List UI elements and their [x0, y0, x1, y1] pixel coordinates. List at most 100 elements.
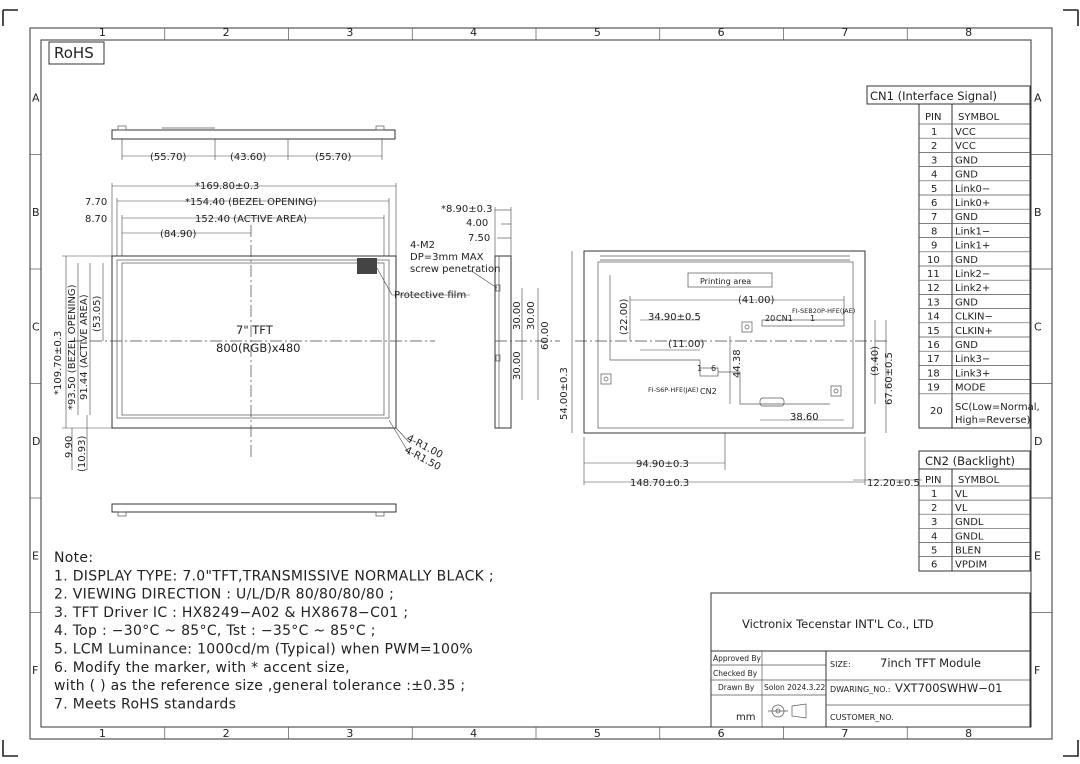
grid-row-left: C: [32, 320, 40, 333]
dim-bottom-a: 9.90: [64, 436, 75, 458]
cn1-symbol: GND: [955, 255, 978, 266]
rohs-stamp-box: [48, 41, 105, 65]
dim-back-41: (41.00): [738, 295, 775, 306]
cn1-symbol: Link1+: [955, 241, 990, 252]
tft-label: 7" TFT: [236, 323, 274, 337]
grid-col-bottom: 1: [99, 727, 106, 740]
cn2-symbol: VL: [955, 489, 968, 500]
cn1-pin: 2: [931, 141, 937, 152]
approved-by-label: Approved By: [713, 654, 762, 663]
grid-col-bottom: 3: [346, 727, 353, 740]
size-value: 7inch TFT Module: [880, 656, 981, 670]
cn1-pin: 16: [927, 340, 940, 351]
cn1-pin: 14: [927, 312, 940, 323]
cn1-symbol: VCC: [955, 141, 976, 152]
grid-row-right: B: [1034, 206, 1042, 219]
corner-marks: [2, 9, 1079, 757]
dim-back-3860: 38.60: [790, 412, 819, 423]
grid-col-bottom: 8: [965, 727, 972, 740]
grid-col-top: 6: [718, 26, 725, 39]
dim-thickness-b: 7.50: [468, 233, 490, 244]
dim-back-1220: 12.20±0.5: [867, 478, 920, 489]
note-line: 6. Modify the marker, with * accent size…: [54, 660, 350, 676]
cn1-pin: 8: [931, 226, 937, 237]
cn1-header-symbol: SYMBOL: [958, 112, 1000, 123]
cn1-symbol: GND: [955, 297, 978, 308]
cn1-symbol: Link2−: [955, 269, 990, 280]
note-line: 1. DISPLAY TYPE: 7.0"TFT,TRANSMISSIVE NO…: [54, 568, 494, 584]
dim-hole-h1: 30.00: [512, 301, 523, 330]
grid-row-right: A: [1034, 91, 1042, 104]
dim-bottom-b: (10.93): [77, 435, 88, 472]
dim-hole-h4: 30.00: [512, 351, 523, 380]
grid-row-right: C: [1034, 320, 1042, 333]
size-label: SIZE:: [830, 660, 851, 669]
dim-active-left: 8.70: [85, 214, 107, 225]
cn1-symbol: GND: [955, 170, 978, 181]
protective-film-label: Protective film: [394, 290, 466, 301]
dim-hole-h2: 30.00: [526, 301, 537, 330]
drawn-by-label: Drawn By: [718, 683, 755, 692]
cn1-symbol: Link3+: [955, 368, 990, 379]
grid-col-top: 7: [841, 26, 848, 39]
cn2-pin: 5: [931, 545, 937, 556]
drawn-by-name: Solon 2024.3.22: [764, 683, 826, 692]
cn1-symbol: Link1−: [955, 226, 990, 237]
cn1-pin1: 1: [810, 314, 815, 323]
hole-depth: DP=3mm MAX: [410, 252, 484, 263]
cn2-table: [918, 450, 1031, 572]
hole-spec: 4-M2: [410, 240, 435, 251]
grid-row-left: D: [32, 435, 40, 448]
cn1-symbol: Link2+: [955, 283, 990, 294]
drawing-no-value: VXT700SWHW−01: [895, 681, 1002, 695]
customer-no-label: CUSTOMER_NO.: [830, 713, 894, 722]
grid-col-top: 3: [346, 26, 353, 39]
dim-back-14870: 148.70±0.3: [630, 478, 689, 489]
grid-col-bottom: 4: [470, 727, 477, 740]
cn1-pin: 4: [931, 170, 937, 181]
cn2-header-symbol: SYMBOL: [958, 475, 1000, 486]
printing-area-label: Printing area: [700, 277, 751, 286]
resolution-label: 800(RGB)x480: [216, 341, 300, 355]
note-line: with ( ) as the reference size ,general …: [54, 678, 465, 694]
grid-row-left: E: [32, 549, 39, 562]
cn2-symbol: VL: [955, 503, 968, 514]
cn1-symbol: GND: [955, 155, 978, 166]
cn1-pin: 18: [927, 368, 940, 379]
unit-label: mm: [736, 712, 755, 723]
cn1-pin-count: 20: [765, 314, 775, 323]
dim-back-6760: 67.60±0.5: [884, 352, 895, 405]
hole-note: screw penetration: [410, 264, 500, 275]
dim-back-4438: 44.38: [732, 349, 743, 378]
cn1-pin: 9: [931, 241, 937, 252]
note-line: 2. VIEWING DIRECTION : U/L/D/R 80/80/80/…: [54, 587, 394, 603]
dim-back-5400: 54.00±0.3: [559, 367, 570, 420]
dim-thickness-a: 4.00: [466, 218, 488, 229]
grid-col-bottom: 5: [594, 727, 601, 740]
cn1-pin: 17: [927, 354, 940, 365]
cn1-symbol: Link3−: [955, 354, 990, 365]
cn2-pin: 4: [931, 531, 937, 542]
grid-col-top: 4: [470, 26, 477, 39]
cn1-pin: 7: [931, 212, 937, 223]
cn2-part-number: FI-S6P-HFE(JAE): [648, 386, 699, 394]
cn2-pin1: 1: [697, 364, 702, 373]
side-view: [469, 207, 560, 429]
cn1-pin: 15: [927, 326, 940, 337]
title-block: [710, 592, 1031, 728]
dim-top-a: (55.70): [150, 152, 187, 163]
cn1-pin: 5: [931, 184, 937, 195]
dim-bezel-left: 7.70: [85, 197, 107, 208]
rohs-stamp: RoHS: [54, 44, 94, 62]
dim-active-height: 91.44 (ACTIVE AREA): [79, 294, 90, 400]
cn1-pin: 6: [931, 198, 937, 209]
grid-row-right: F: [1034, 664, 1040, 677]
cn1-symbol: GND: [955, 212, 978, 223]
dim-thickness-total: *8.90±0.3: [441, 204, 493, 215]
company-name: Victronix Tecenstar INT'L Co., LTD: [742, 617, 934, 631]
grid-row-right: E: [1034, 549, 1041, 562]
dim-back-9490: 94.90±0.3: [636, 459, 689, 470]
front-view: [62, 183, 470, 470]
note-line: Note:: [54, 550, 93, 566]
